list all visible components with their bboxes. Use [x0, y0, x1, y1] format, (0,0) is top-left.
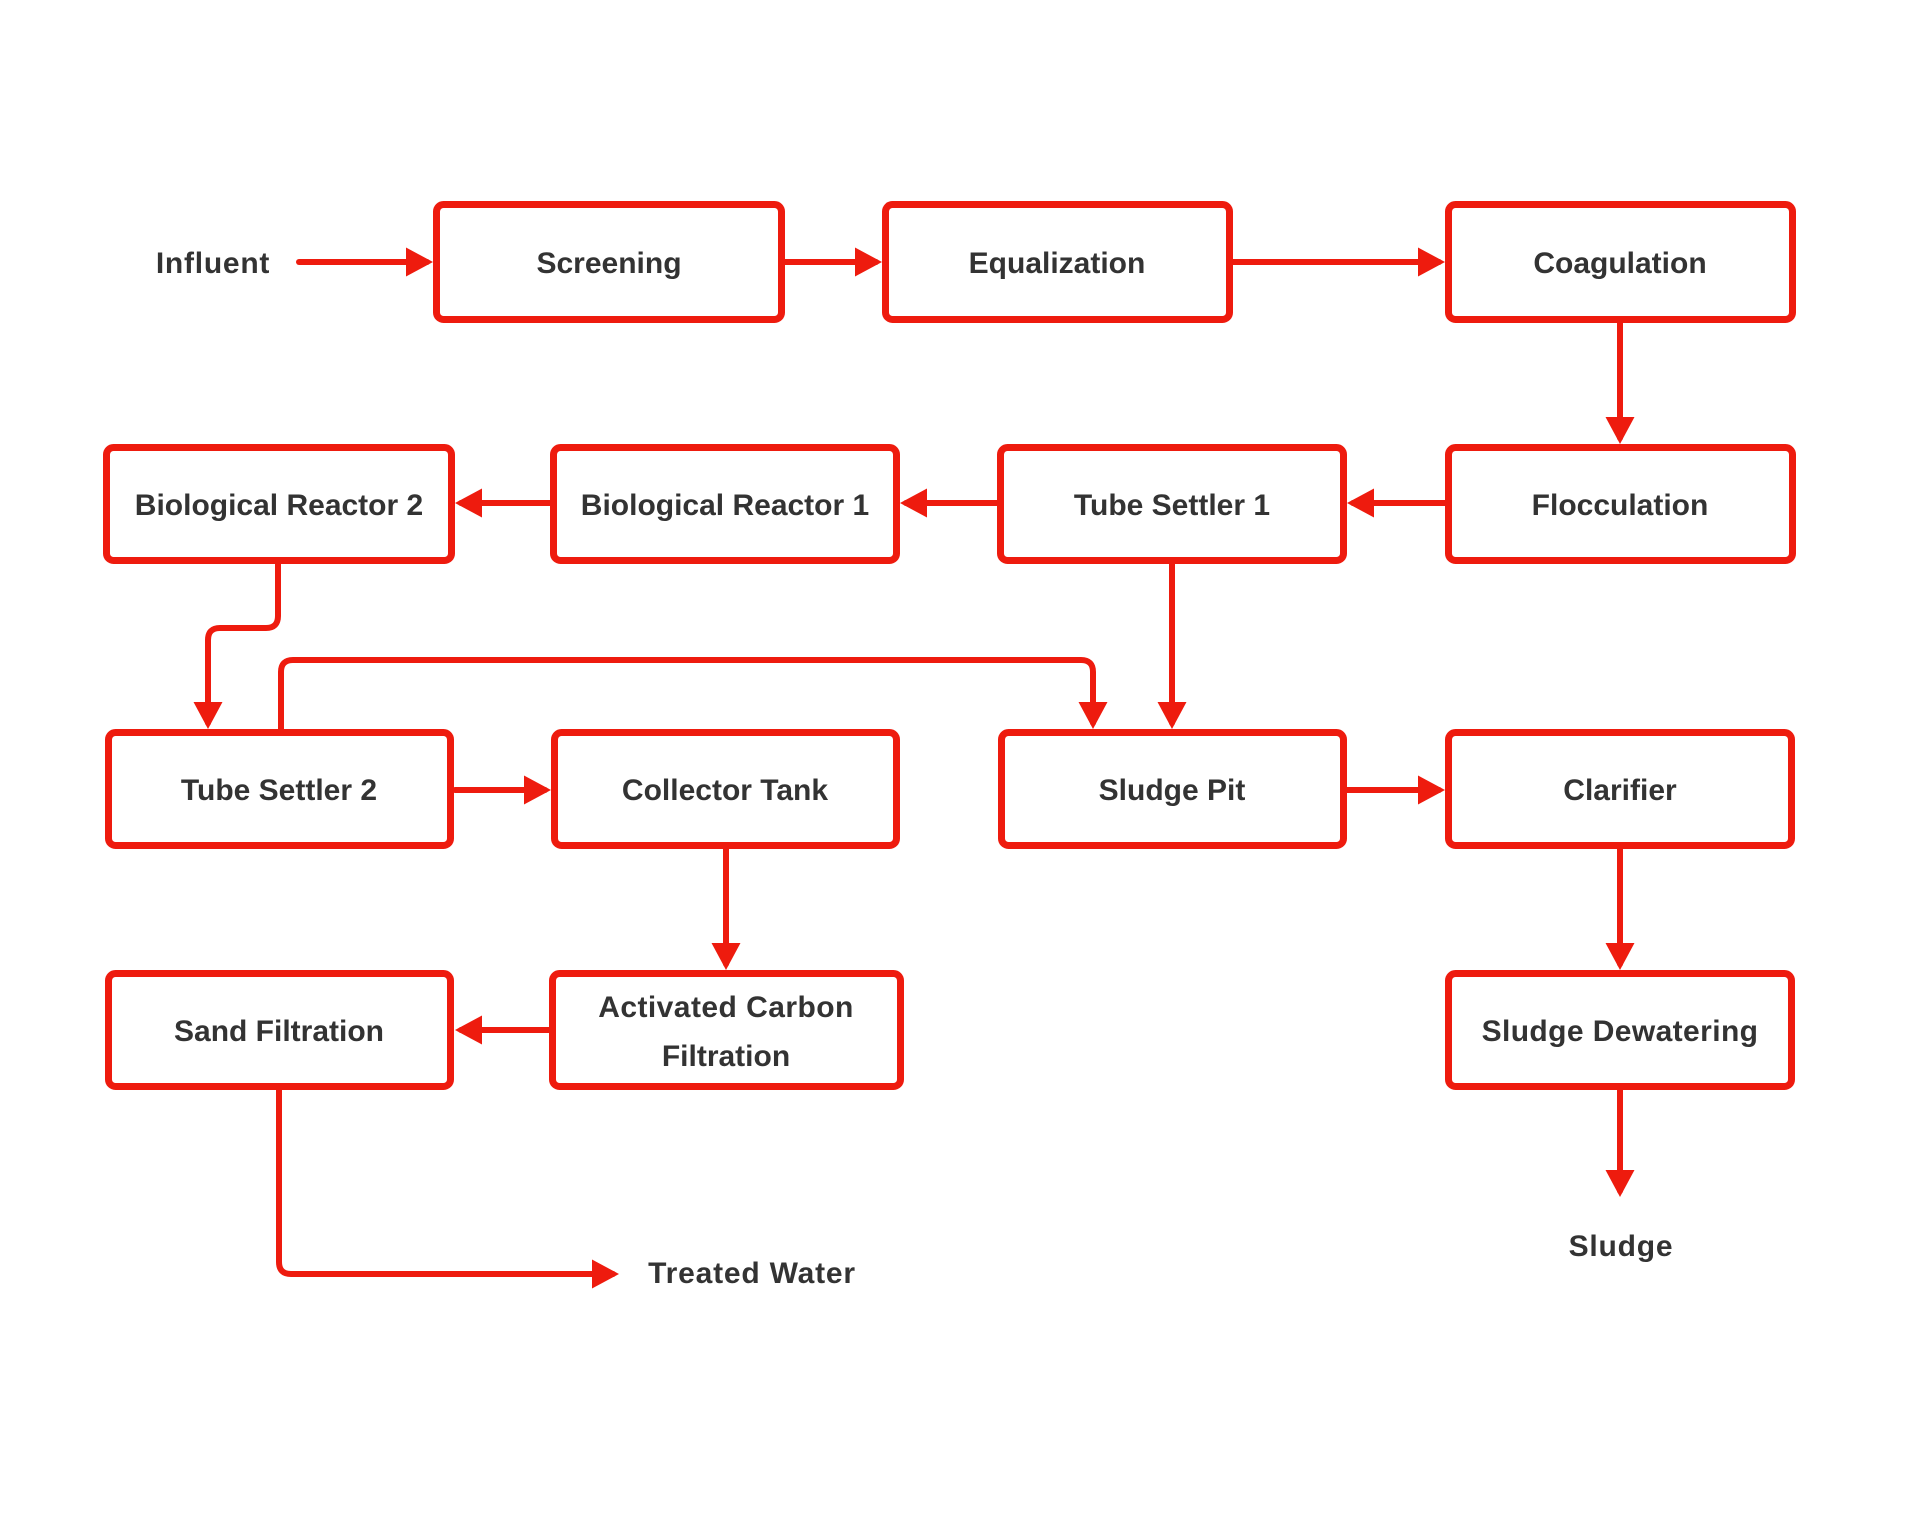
svg-text:Coagulation: Coagulation [1533, 247, 1706, 280]
svg-text:Sludge Pit: Sludge Pit [1099, 774, 1246, 807]
svg-text:Filtration: Filtration [662, 1040, 790, 1073]
svg-text:Biological Reactor 2: Biological Reactor 2 [135, 489, 423, 522]
svg-text:Tube Settler 1: Tube Settler 1 [1074, 489, 1270, 522]
svg-text:Activated Carbon: Activated Carbon [598, 991, 854, 1024]
svg-text:Sand Filtration: Sand Filtration [174, 1015, 384, 1048]
svg-text:Screening: Screening [536, 247, 681, 280]
svg-text:Treated Water: Treated Water [648, 1257, 856, 1290]
svg-text:Sludge Dewatering: Sludge Dewatering [1482, 1015, 1759, 1048]
svg-text:Clarifier: Clarifier [1563, 774, 1677, 807]
svg-text:Equalization: Equalization [969, 247, 1146, 280]
svg-text:Collector Tank: Collector Tank [622, 774, 828, 807]
svg-text:Flocculation: Flocculation [1532, 489, 1709, 522]
svg-text:Influent: Influent [156, 247, 270, 280]
svg-text:Biological Reactor 1: Biological Reactor 1 [581, 489, 869, 522]
svg-text:Tube Settler 2: Tube Settler 2 [181, 774, 377, 807]
svg-text:Sludge: Sludge [1569, 1230, 1674, 1263]
